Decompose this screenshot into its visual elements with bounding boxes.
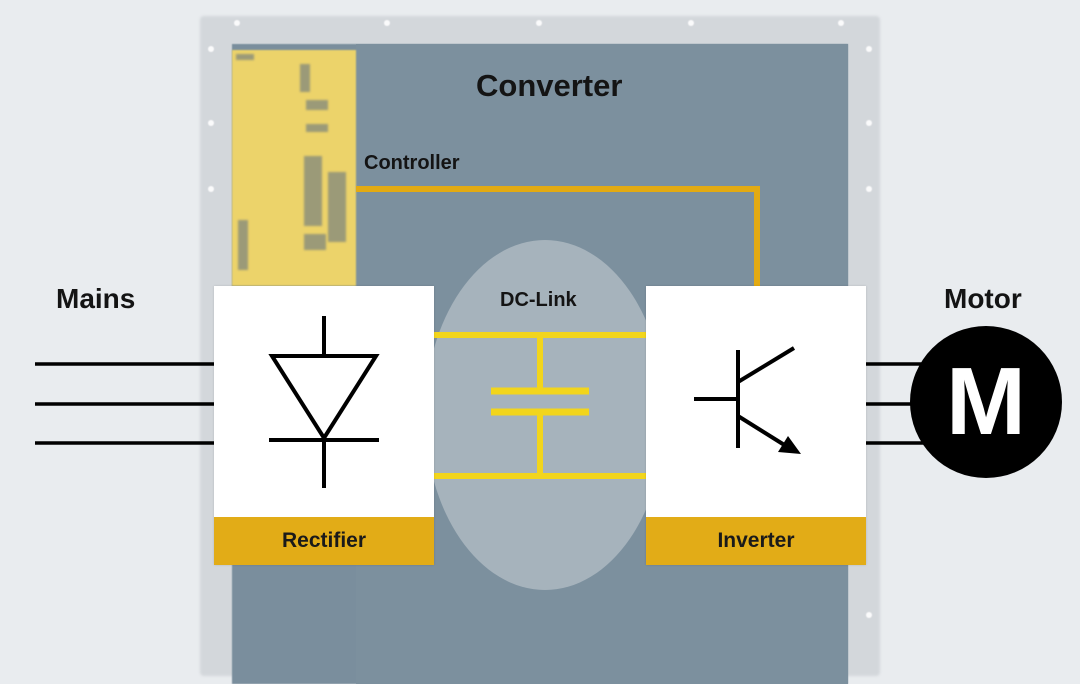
controller-module-detail [328, 172, 346, 242]
controller-module-detail [304, 156, 322, 226]
controller-module [232, 50, 356, 286]
rectifier-block: Rectifier [214, 286, 434, 565]
rectifier-label: Rectifier [214, 517, 434, 565]
motor-symbol: M [946, 348, 1026, 455]
controller-module-detail [238, 220, 248, 270]
motor-label: Motor [944, 283, 1022, 314]
diode-icon [268, 316, 380, 488]
inverter-label: Inverter [646, 517, 866, 565]
screw [234, 20, 240, 26]
dc-link-label: DC-Link [500, 289, 577, 311]
screw [866, 186, 872, 192]
screw [384, 20, 390, 26]
screw [208, 186, 214, 192]
capacitor-icon [434, 332, 646, 479]
screw [838, 20, 844, 26]
mains-label: Mains [56, 283, 136, 314]
screw [866, 120, 872, 126]
screw [208, 120, 214, 126]
controller-module-detail [306, 124, 328, 132]
converter-diagram: Rectifier Inverter M Converter Controlle… [35, 16, 1062, 684]
controller-module-detail [236, 54, 254, 60]
controller-module-detail [306, 100, 328, 110]
screw [866, 612, 872, 618]
screw [866, 46, 872, 52]
screw [208, 46, 214, 52]
controller-label: Controller [364, 152, 460, 174]
screw [688, 20, 694, 26]
controller-module-detail [304, 234, 326, 250]
controller-module-detail [300, 64, 310, 92]
inverter-block: Inverter [646, 286, 866, 565]
motor-icon: M [910, 326, 1062, 478]
diagram-title: Converter [476, 68, 623, 103]
transistor-icon [694, 346, 801, 454]
screw [536, 20, 542, 26]
